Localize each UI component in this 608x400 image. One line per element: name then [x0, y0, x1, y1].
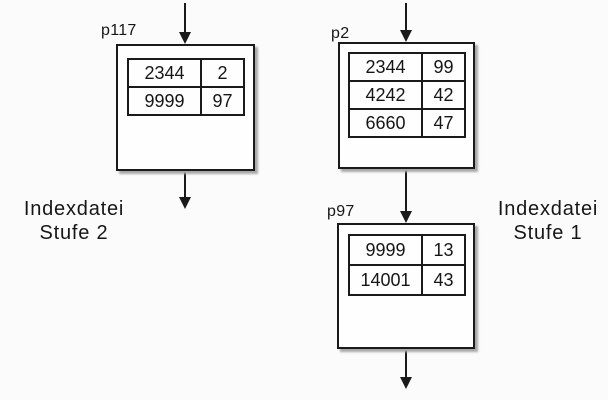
key-cell: 9999	[127, 86, 202, 116]
arrow-down-icon	[179, 171, 191, 209]
node-label-p2: p2	[331, 25, 350, 42]
node-box-p97: 9999 13 14001 43	[337, 223, 475, 349]
pointer-cell: 42	[421, 80, 466, 110]
caption-indexdatei-stufe-2: Indexdatei Stufe 2	[8, 197, 140, 245]
arrow-shaft	[405, 3, 407, 31]
arrow-down-icon	[400, 169, 412, 223]
arrow-down-icon	[179, 3, 191, 44]
arrow-head-icon	[400, 377, 412, 389]
arrow-head-icon	[179, 197, 191, 209]
arrow-head-icon	[179, 32, 191, 44]
pointer-cell: 2	[200, 58, 245, 88]
pointer-cell: 43	[421, 264, 466, 296]
key-cell: 2344	[348, 52, 423, 82]
arrow-shaft	[405, 349, 407, 378]
table-row: 9999 13	[348, 234, 466, 266]
arrow-shaft	[184, 171, 186, 198]
caption-line: Stufe 2	[39, 222, 109, 244]
key-cell: 9999	[348, 234, 423, 266]
index-table-p2: 2344 99 4242 42 6660 47	[348, 52, 466, 138]
key-cell: 4242	[348, 80, 423, 110]
table-row: 4242 42	[348, 80, 466, 110]
key-cell: 6660	[348, 108, 423, 138]
arrow-head-icon	[400, 30, 412, 42]
table-row: 14001 43	[348, 264, 466, 296]
pointer-cell: 99	[421, 52, 466, 82]
index-table-p97: 9999 13 14001 43	[348, 234, 466, 296]
caption-line: Indexdatei	[23, 198, 125, 220]
arrow-head-icon	[400, 211, 412, 223]
arrow-down-icon	[400, 349, 412, 389]
pointer-cell: 13	[421, 234, 466, 266]
key-cell: 14001	[348, 264, 423, 296]
node-box-p2: 2344 99 4242 42 6660 47	[338, 42, 475, 169]
caption-indexdatei-stufe-1: Indexdatei Stufe 1	[482, 197, 608, 245]
arrow-down-icon	[400, 3, 412, 42]
table-row: 2344 99	[348, 52, 466, 82]
node-label-p117: p117	[101, 22, 137, 39]
pointer-cell: 97	[200, 86, 245, 116]
node-box-p117: 2344 2 9999 97	[116, 44, 255, 171]
caption-line: Indexdatei	[497, 198, 599, 220]
table-row: 6660 47	[348, 108, 466, 138]
caption-line: Stufe 1	[513, 222, 583, 244]
node-label-p97: p97	[327, 203, 355, 220]
pointer-cell: 47	[421, 108, 466, 138]
arrow-shaft	[184, 3, 186, 33]
index-table-p117: 2344 2 9999 97	[127, 58, 245, 116]
table-row: 9999 97	[127, 86, 245, 116]
arrow-shaft	[405, 169, 407, 212]
key-cell: 2344	[127, 58, 202, 88]
table-row: 2344 2	[127, 58, 245, 88]
